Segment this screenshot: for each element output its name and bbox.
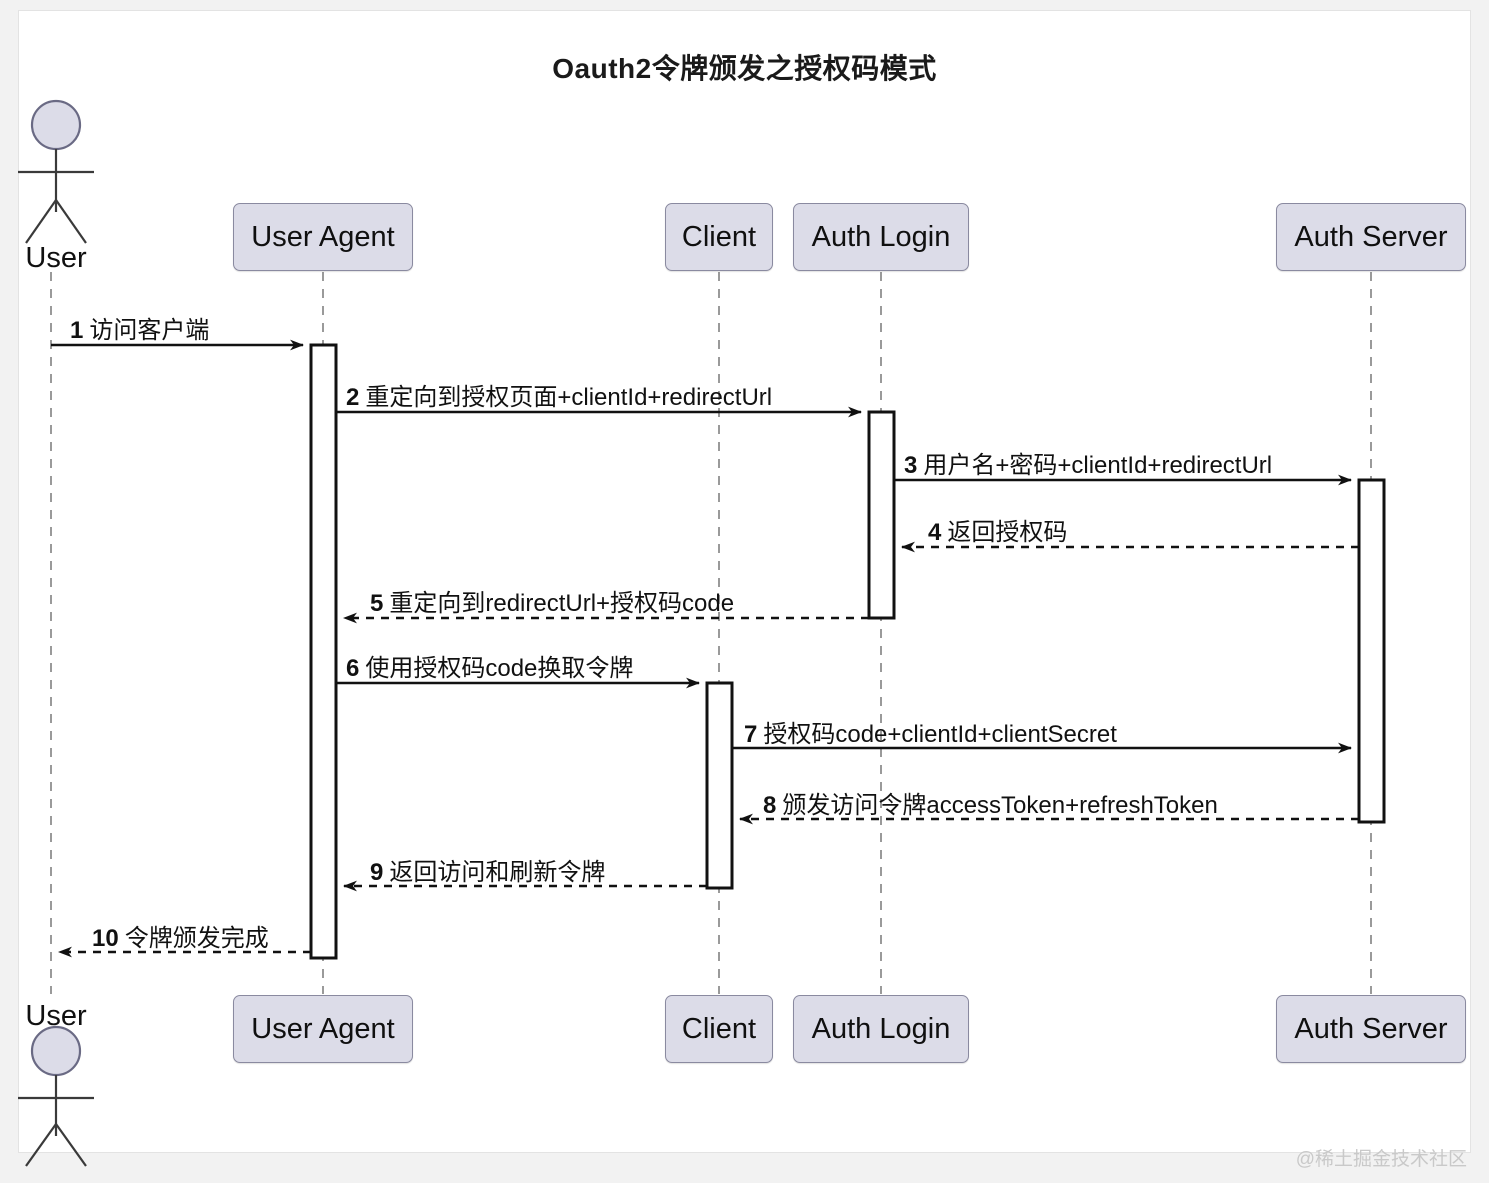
participant-box-auth-login-bottom[interactable]: Auth Login [793, 995, 969, 1063]
message-text: 使用授权码code换取令牌 [365, 655, 634, 682]
activation-client [705, 681, 734, 890]
participant-box-auth-server-top[interactable]: Auth Server [1276, 203, 1466, 271]
participant-label: Auth Login [811, 220, 951, 253]
participant-box-auth-server-bottom[interactable]: Auth Server [1276, 995, 1466, 1063]
message-text: 令牌颁发完成 [124, 925, 269, 952]
message-text: 用户名+密码+clientId+redirectUrl [923, 452, 1273, 479]
message-number: 9 [370, 859, 384, 886]
message-number: 6 [346, 655, 360, 682]
message-text: 返回访问和刷新令牌 [389, 859, 606, 886]
activation-auth-login [867, 410, 896, 620]
watermark: @稀土掘金技术社区 [1295, 1149, 1467, 1170]
participant-box-user-agent-top[interactable]: User Agent [233, 203, 413, 271]
participant-label: User Agent [251, 220, 395, 253]
message-arrows [51, 339, 1359, 958]
activation-auth-server [1357, 478, 1386, 824]
message-number: 3 [904, 452, 918, 479]
message-number: 8 [763, 792, 777, 819]
diagram-title: Oauth2令牌颁发之授权码模式 [552, 53, 937, 84]
participant-label: Client [681, 220, 757, 253]
message-number: 7 [744, 721, 758, 748]
message-number: 4 [928, 519, 942, 546]
participant-label: User Agent [251, 1012, 395, 1045]
participant-box-auth-login-top[interactable]: Auth Login [793, 203, 969, 271]
message-number: 10 [92, 925, 119, 952]
actor-user-top [18, 99, 94, 244]
activation-user-agent [309, 343, 338, 960]
message-number: 5 [370, 590, 384, 617]
participant-box-client-bottom[interactable]: Client [665, 995, 773, 1063]
actor-label-user-top: User [25, 242, 87, 274]
participant-box-client-top[interactable]: Client [665, 203, 773, 271]
participant-box-user-agent-bottom[interactable]: User Agent [233, 995, 413, 1063]
actor-user-bottom [18, 1025, 94, 1167]
diagram-canvas [18, 10, 1471, 1153]
message-number: 1 [70, 317, 84, 344]
actor-label-user-bottom: User [25, 1000, 87, 1032]
message-text: 访问客户端 [89, 317, 210, 344]
message-text: 重定向到授权页面+clientId+redirectUrl [365, 384, 773, 411]
message-number: 2 [346, 384, 360, 411]
participant-label: Auth Server [1294, 1012, 1448, 1045]
message-text: 授权码code+clientId+clientSecret [763, 721, 1117, 748]
participant-label: Auth Server [1294, 220, 1448, 253]
participant-label: Client [681, 1012, 757, 1045]
activation-bars [309, 343, 1386, 960]
message-text: 重定向到redirectUrl+授权码code [389, 590, 735, 617]
participant-label: Auth Login [811, 1012, 951, 1045]
message-text: 返回授权码 [947, 519, 1068, 546]
message-text: 颁发访问令牌accessToken+refreshToken [782, 792, 1218, 819]
